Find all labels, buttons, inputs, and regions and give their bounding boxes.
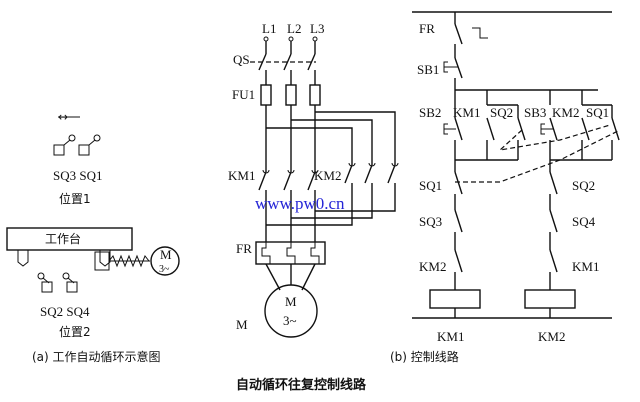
qs-contact-3 (307, 53, 316, 71)
km2-coil (524, 289, 576, 309)
left-panel: ↔ SQ3 SQ1 位置1 工作台 M 3~ (6, 110, 180, 364)
figure-caption: 自动循环往复控制线路 (236, 377, 367, 393)
cam-left (17, 250, 29, 267)
km1-interlock-label: KM1 (572, 259, 599, 274)
worktable (6, 227, 133, 251)
watermark: www.pw0.cn (255, 194, 345, 213)
motor-icon-main (264, 284, 318, 338)
sq4-label: SQ4 (572, 214, 596, 229)
motor-label-main: M (285, 294, 297, 309)
motor-m-label: M (236, 317, 248, 332)
km1-hold-label: KM1 (453, 105, 480, 120)
km2-main-label: KM2 (314, 168, 341, 183)
km2-coil-label: KM2 (538, 329, 565, 344)
motor-icon-left (150, 246, 180, 276)
control-circuit: FR SB1 SB2 KM1 SQ2 SB3 KM2 SQ1 (390, 11, 621, 364)
sq1-top-label: SQ1 (586, 105, 609, 120)
km1-coil (429, 289, 481, 309)
caption-b: (b) 控制线路 (390, 349, 459, 364)
fuse-2 (285, 84, 297, 106)
l2-label: L2 (287, 21, 301, 36)
sq2-sq4-label: SQ2 SQ4 (40, 304, 90, 319)
km2-interlock-label: KM2 (419, 259, 446, 274)
fuse-3 (309, 84, 321, 106)
sq3-label: SQ3 (419, 214, 442, 229)
km1-coil-label: KM1 (437, 329, 464, 344)
motor-phase-main: 3~ (283, 313, 297, 328)
lead-screw-icon (94, 251, 150, 271)
position2-label: 位置2 (59, 324, 91, 339)
limit-switch-icon-top (53, 134, 101, 156)
fu1-label: FU1 (232, 87, 255, 102)
caption-a: (a) 工作自动循环示意图 (32, 349, 161, 364)
fuse-1 (260, 84, 272, 106)
fr-ctrl-label: FR (419, 21, 435, 36)
km2-hold-label: KM2 (552, 105, 579, 120)
sq2-top-label: SQ2 (490, 105, 513, 120)
sq3-sq1-label: SQ3 SQ1 (53, 168, 103, 183)
qs-label: QS (233, 52, 250, 67)
km1-main-label: KM1 (228, 168, 255, 183)
sb1-label: SB1 (417, 62, 439, 77)
worktable-label: 工作台 (45, 231, 81, 246)
sb2-label: SB2 (419, 105, 441, 120)
main-circuit: L1 L2 L3 QS FU1 KM1 KM2 (228, 21, 399, 338)
cam-right (99, 250, 111, 267)
l3-label: L3 (310, 21, 324, 36)
sq1-nc-label: SQ1 (419, 178, 442, 193)
fr-main-label: FR (236, 241, 252, 256)
l1-label: L1 (262, 21, 276, 36)
sb3-label: SB3 (524, 105, 546, 120)
motor-phase-left: 3~ (159, 264, 170, 275)
sq2-nc-label: SQ2 (572, 178, 595, 193)
motor-label-left: M (160, 247, 172, 262)
limit-switch-icon-bottom (37, 272, 78, 293)
qs-contact-2 (283, 53, 292, 71)
position1-label: 位置1 (59, 191, 91, 206)
